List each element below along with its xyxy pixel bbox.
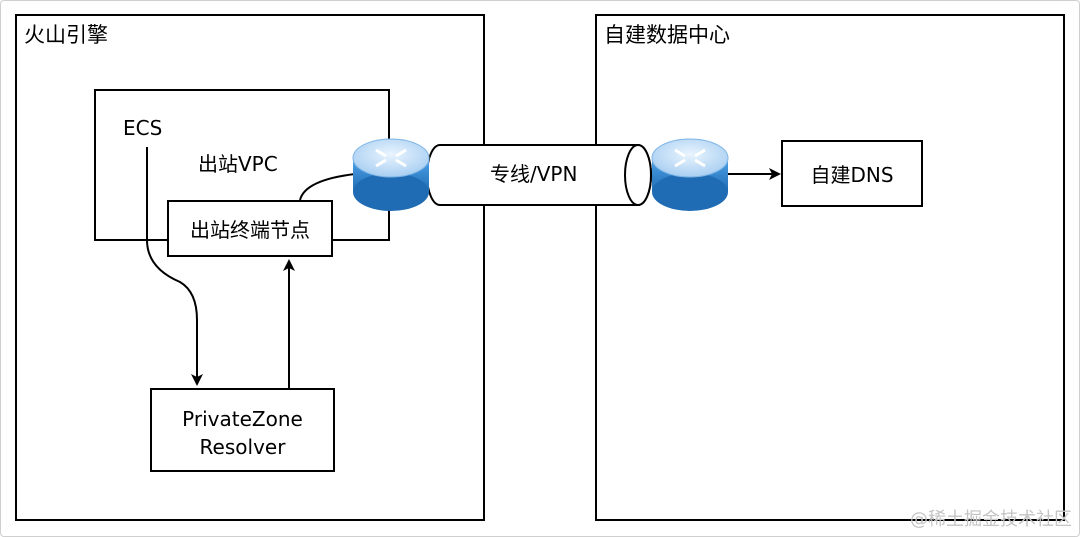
outbound-endpoint-node: 出站终端节点 — [167, 200, 333, 257]
resolver-label-line2: Resolver — [199, 435, 286, 459]
outbound-vpc-box — [94, 89, 390, 241]
self-hosted-dns-box: 自建DNS — [781, 140, 923, 207]
datacenter-region — [595, 14, 1065, 521]
endpoint-to-router-link — [299, 173, 356, 201]
datacenter-region-title: 自建数据中心 — [604, 23, 730, 47]
volcengine-region-title: 火山引擎 — [24, 23, 108, 47]
outbound-endpoint-label: 出站终端节点 — [190, 218, 310, 242]
privatezone-resolver-box: PrivateZone Resolver — [150, 388, 335, 472]
ecs-to-resolver-arrow — [146, 147, 203, 386]
right-router-icon — [651, 138, 729, 211]
watermark-text: @稀土掘金技术社区 — [910, 509, 1072, 530]
outbound-vpc-label: 出站VPC — [198, 152, 278, 176]
tunnel-label: 专线/VPN — [490, 162, 578, 186]
ecs-label: ECS — [123, 116, 163, 140]
left-router-icon — [352, 138, 430, 211]
self-hosted-dns-label: 自建DNS — [810, 163, 894, 187]
resolver-label-line1: PrivateZone — [182, 407, 303, 431]
